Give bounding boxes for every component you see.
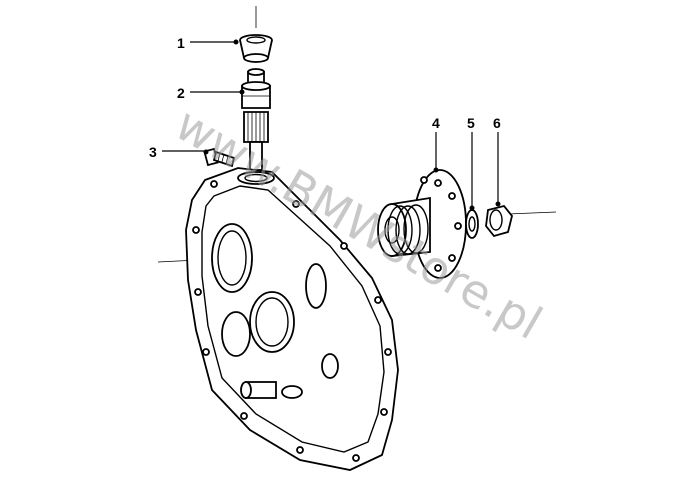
callout-labels: 1 2 3 4 5 6 xyxy=(149,35,501,160)
callout-6: 6 xyxy=(493,115,501,131)
housing-bores xyxy=(211,223,339,399)
part-4-flange xyxy=(377,169,467,279)
callout-3: 3 xyxy=(149,144,157,160)
part-2-gear-shaft xyxy=(241,68,271,171)
callout-1: 1 xyxy=(177,35,185,51)
part-6-nut xyxy=(485,204,513,238)
part-5-washer xyxy=(465,209,479,239)
callout-5: 5 xyxy=(467,115,475,131)
gear-teeth xyxy=(247,112,265,142)
bolt-holes xyxy=(192,180,392,462)
leader-lines xyxy=(162,39,501,211)
callout-2: 2 xyxy=(177,85,185,101)
housing-cover xyxy=(185,167,399,471)
callout-4: 4 xyxy=(432,115,440,131)
part-1-bushing xyxy=(239,34,273,63)
